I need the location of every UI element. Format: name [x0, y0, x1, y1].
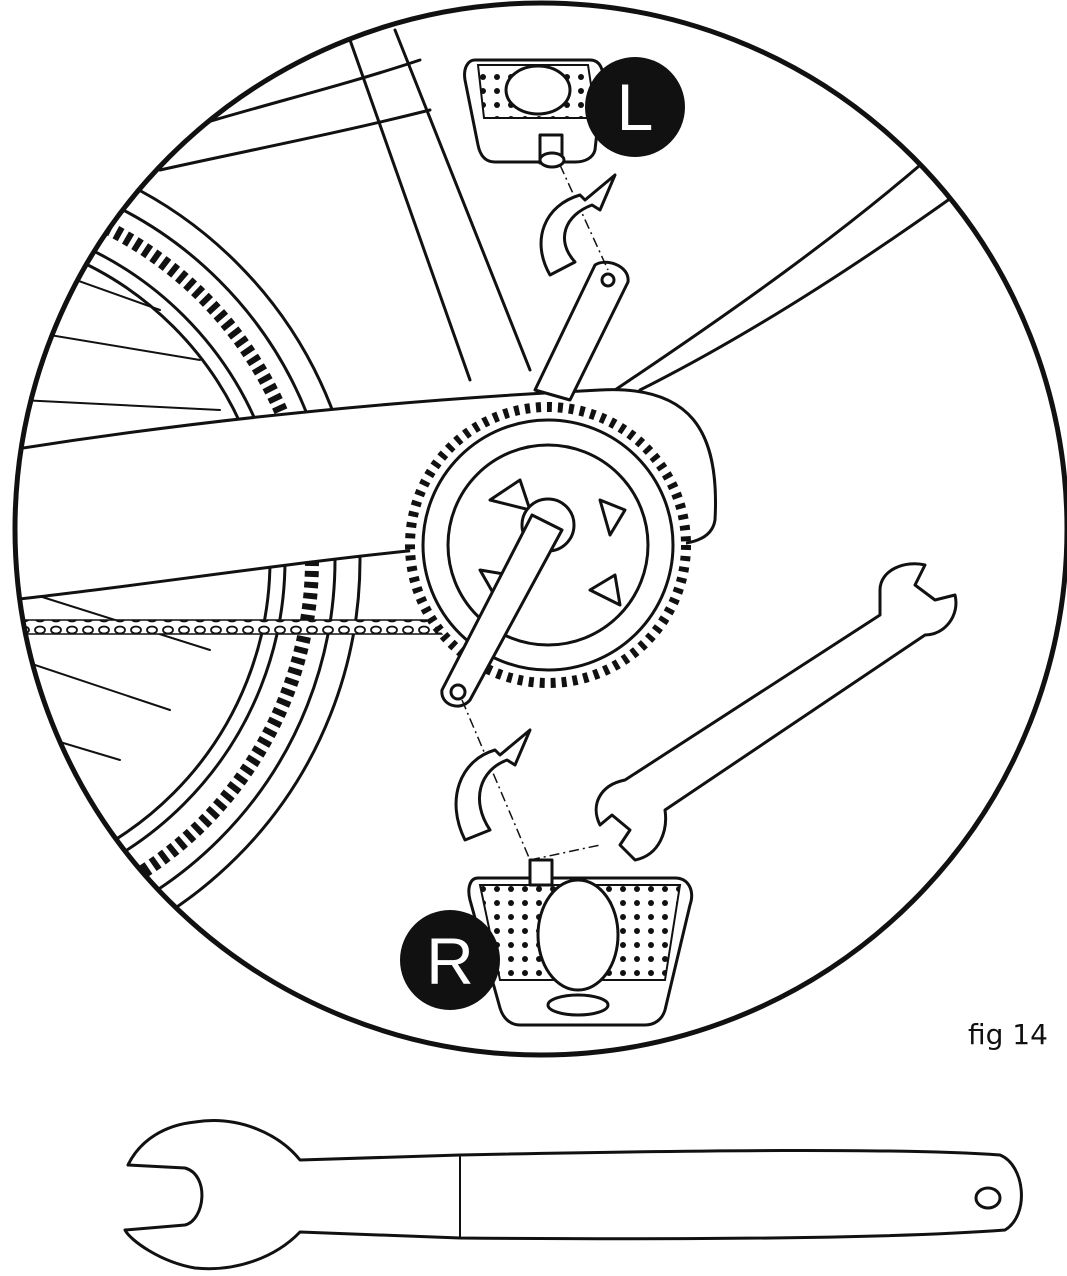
rotation-arrow-left — [539, 173, 617, 277]
left-badge: L — [585, 57, 685, 157]
bike-frame — [148, 28, 992, 402]
lower-crank-arm — [440, 513, 564, 708]
right-badge: R — [400, 910, 500, 1010]
open-end-wrench — [594, 562, 958, 862]
detail-circle-outline — [12, 0, 1067, 1058]
right-pedal — [467, 858, 694, 1027]
upper-crank-arm — [533, 260, 630, 402]
svg-text:L: L — [617, 70, 654, 144]
figure-caption: fig 14 — [968, 1018, 1048, 1051]
svg-text:R: R — [426, 924, 474, 998]
rotation-arrow-right — [454, 728, 532, 842]
left-pedal — [463, 58, 605, 169]
pedal-spanner — [123, 1119, 1023, 1271]
detail-circle — [15, 28, 992, 982]
